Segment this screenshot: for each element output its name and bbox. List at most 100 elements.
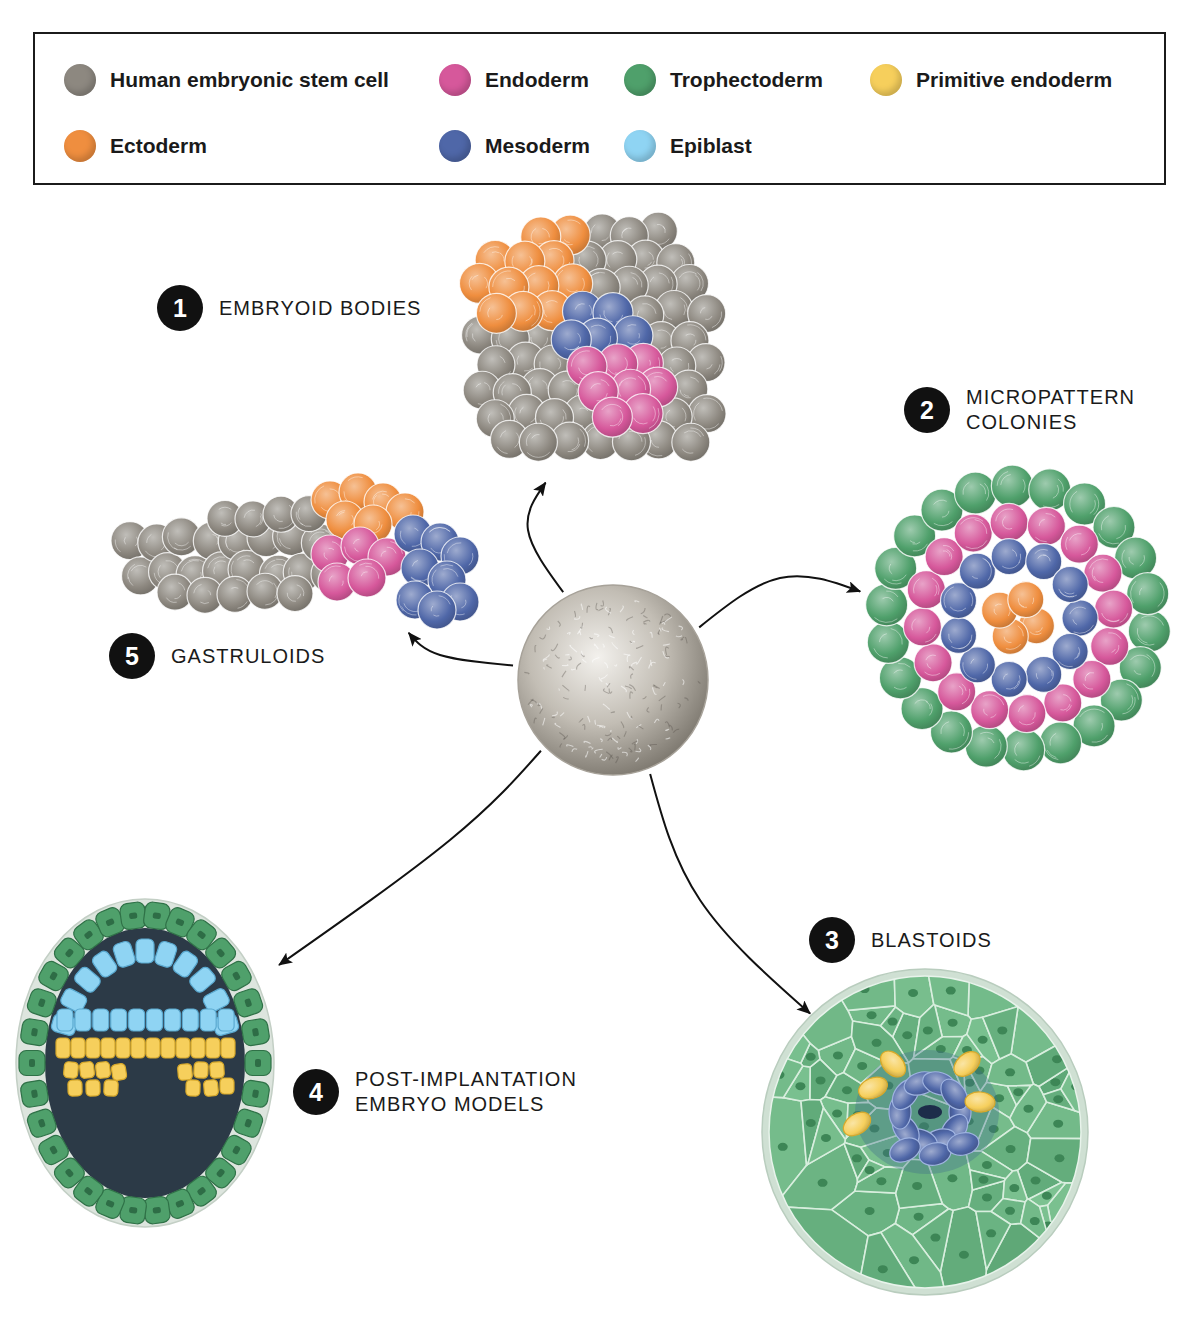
cell-texture (344, 491, 348, 502)
cell-texture (296, 512, 303, 525)
cell-body (991, 661, 1027, 697)
surface-texture (555, 655, 559, 658)
cell-texture (236, 580, 248, 588)
cell (990, 503, 1028, 541)
cell-texture (983, 664, 988, 674)
cell-texture (995, 604, 1002, 606)
cell-nucleus (31, 1089, 38, 1098)
cell-texture (1081, 547, 1090, 555)
surface-texture (559, 732, 565, 738)
cell-texture (875, 618, 898, 623)
cell-texture (542, 381, 547, 389)
cell-texture (634, 418, 648, 424)
callout-number: 3 (809, 917, 855, 963)
cell-texture (1047, 671, 1053, 684)
cell (959, 553, 995, 589)
cell-texture (959, 635, 972, 649)
cell-texture (653, 406, 656, 421)
cell-texture (256, 516, 261, 527)
cell-body (914, 1004, 942, 1056)
cell-nucleus (255, 1059, 261, 1067)
surface-texture (636, 646, 643, 649)
cell-texture (988, 738, 994, 743)
cell-nucleus (857, 1062, 867, 1070)
cell-nucleus (1042, 1192, 1052, 1200)
cell (86, 1038, 100, 1058)
cell-body (220, 1078, 234, 1094)
surface-texture (570, 645, 577, 652)
cell-body (1021, 1199, 1052, 1247)
trophectoderm-cells (765, 972, 1085, 1292)
cell-nucleus (982, 1161, 992, 1169)
cell-nucleus (244, 1118, 252, 1128)
cell-body (57, 1009, 73, 1031)
cell-nucleus (252, 1028, 259, 1037)
cell (476, 293, 516, 333)
cell-body (1062, 600, 1098, 636)
cell-nucleus (197, 1186, 207, 1196)
cell-texture (128, 577, 133, 586)
cell-body (1026, 656, 1062, 692)
cell (964, 1091, 995, 1113)
cell-texture (926, 701, 930, 709)
cell-texture (443, 569, 458, 577)
surface-texture (602, 757, 607, 760)
cell-texture (690, 377, 698, 382)
cell-nucleus (865, 1166, 875, 1174)
cell-texture (1108, 633, 1121, 639)
cell-texture (351, 515, 353, 525)
model-title: BLASTOIDS (871, 928, 992, 953)
cell-texture (1122, 550, 1126, 568)
legend-entry: Human embryonic stem cell (64, 64, 389, 96)
cell-texture (635, 437, 645, 455)
cell (71, 1038, 85, 1058)
surface-texture (648, 745, 651, 750)
cell (36, 1133, 71, 1167)
cell-body (136, 939, 154, 963)
cell-texture (659, 273, 669, 283)
cell-body (56, 1038, 70, 1058)
cell-nucleus (982, 1193, 992, 1201)
cell-texture (430, 527, 450, 531)
cell-texture (1004, 674, 1008, 680)
surface-texture (597, 725, 605, 728)
cell-nucleus (1005, 1207, 1015, 1215)
cell-texture (382, 494, 389, 497)
cell-texture (960, 518, 983, 525)
cell-body (112, 940, 137, 968)
cell-texture (972, 576, 978, 578)
cell (866, 584, 908, 626)
cell (839, 1107, 875, 1140)
illustration (863, 463, 1173, 773)
cell-texture (174, 546, 191, 550)
cell (147, 1009, 163, 1031)
cell-texture (925, 672, 940, 675)
cell (177, 1063, 192, 1080)
cell-texture (244, 510, 255, 518)
surface-texture (662, 628, 669, 632)
cell-body (983, 1006, 1018, 1059)
cell-nucleus (244, 998, 252, 1008)
surface-texture (643, 696, 647, 698)
cell-body (75, 1009, 91, 1031)
cell-texture (412, 560, 418, 566)
cell-texture (342, 581, 343, 586)
cell-texture (1019, 722, 1034, 725)
cell-texture (963, 662, 977, 679)
cell-texture (612, 252, 622, 254)
cell-texture (1129, 557, 1134, 564)
surface-texture (632, 741, 637, 744)
model-heading: 4POST-IMPLANTATION EMBRYO MODELS (293, 1067, 615, 1117)
cell-texture (549, 249, 562, 253)
cell-body (194, 1062, 209, 1078)
surface-texture (594, 644, 598, 649)
cell-body (857, 1160, 884, 1183)
cell-texture (980, 732, 993, 734)
cell-texture (515, 433, 519, 448)
legend-entry: Ectoderm (64, 130, 207, 162)
cell-texture (279, 538, 290, 548)
cell-texture (1080, 709, 1105, 717)
cell-body (19, 1051, 45, 1076)
cell (348, 559, 386, 597)
